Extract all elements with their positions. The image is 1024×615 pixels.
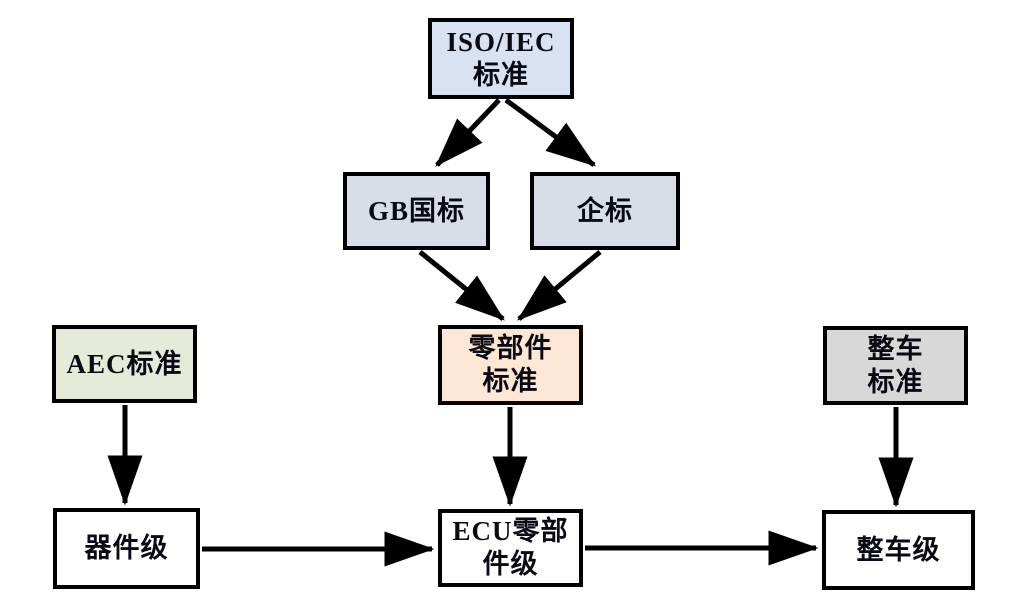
node-component-standard: 零部件 标准 xyxy=(438,325,583,405)
node-label-line: 标准 xyxy=(867,366,924,397)
node-enterprise-standard: 企标 xyxy=(530,172,680,250)
node-iso-iec-standard: ISO/IEC 标准 xyxy=(428,18,574,99)
node-label-line: 整车 xyxy=(867,333,924,364)
node-vehicle-standard: 整车 标准 xyxy=(823,326,968,405)
arrow-iso-to-qibiao xyxy=(504,97,597,168)
node-ecu-component-level: ECU零部 件级 xyxy=(438,509,583,587)
node-label-line: 整车级 xyxy=(856,534,941,565)
node-label-line: AEC标准 xyxy=(66,348,183,379)
node-label-line: 件级 xyxy=(482,549,539,579)
node-label-line: ISO/IEC xyxy=(446,26,556,57)
node-aec-standard: AEC标准 xyxy=(52,325,197,403)
node-label-line: GB国标 xyxy=(367,195,465,226)
node-label-line: 零部件 xyxy=(468,333,553,364)
arrow-qibiao-to-parts-std xyxy=(517,250,602,321)
node-label-line: 企标 xyxy=(577,195,633,226)
node-gb-national-standard: GB国标 xyxy=(343,172,490,250)
node-label-line: 标准 xyxy=(482,366,539,396)
node-label-line: 器件级 xyxy=(84,533,169,564)
node-device-level: 器件级 xyxy=(53,508,200,589)
node-label-line: ECU零部 xyxy=(452,516,569,547)
node-label-line: 标准 xyxy=(473,59,529,90)
arrow-iso-to-gb xyxy=(435,98,501,167)
node-vehicle-level: 整车级 xyxy=(822,510,975,590)
arrow-gb-to-parts-std xyxy=(418,250,505,321)
